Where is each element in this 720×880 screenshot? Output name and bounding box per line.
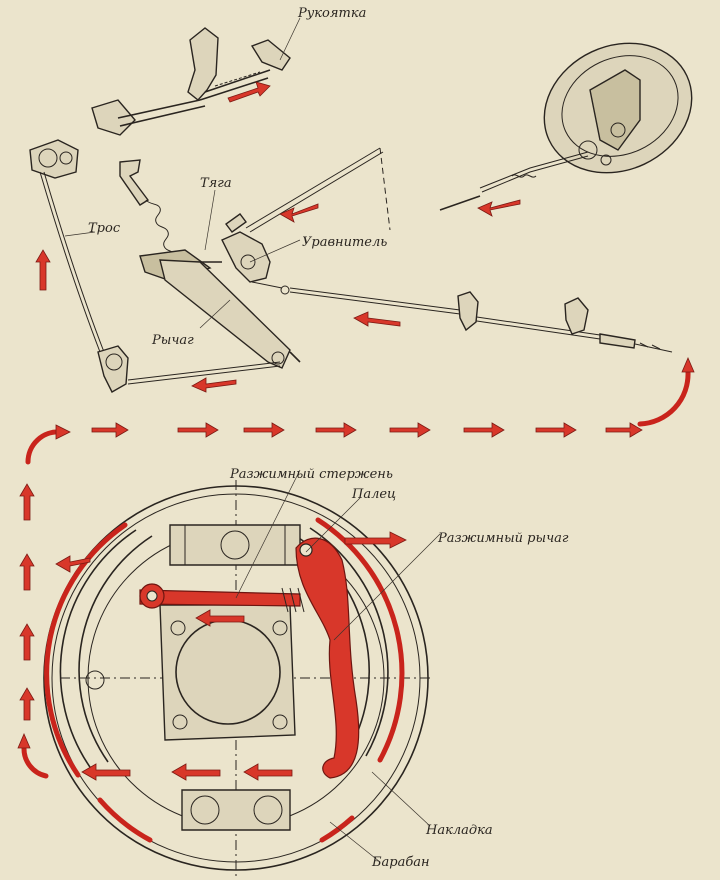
cable-lines [39, 147, 673, 393]
expander-lever [295, 537, 360, 779]
label-drum: Барабан [371, 855, 430, 870]
label-expander-lever: Разжимный рычаг [437, 531, 569, 546]
label-lining: Накладка [425, 823, 493, 838]
equalizer-assembly [221, 213, 290, 295]
leader-lines [64, 17, 441, 863]
backing-plate-upper [439, 42, 693, 211]
hub-flange [85, 604, 296, 741]
lower-anchor [181, 789, 291, 831]
wheel-cylinder [169, 524, 301, 566]
lever-assembly [159, 259, 301, 369]
label-expander-rod: Разжимный стержень [229, 467, 393, 482]
label-equalizer: Уравнитель [302, 235, 387, 250]
brake-shoes [59, 527, 389, 771]
flow-arrows-upper [35, 81, 521, 393]
label-cable: Трос [88, 221, 121, 236]
label-rod: Тяга [200, 176, 232, 191]
label-handle: Рукоятка [297, 6, 366, 21]
dashed-flow-path [17, 356, 695, 779]
handle-assembly [29, 27, 291, 179]
labels: Рукоятка Тяга Трос Уравнитель Рычаг Разж… [88, 6, 569, 870]
expander-rod [139, 583, 305, 613]
label-lever: Рычаг [151, 333, 194, 348]
cable-brackets [457, 291, 589, 335]
flow-arrows-lower [55, 531, 407, 781]
label-pin: Палец [351, 487, 396, 502]
